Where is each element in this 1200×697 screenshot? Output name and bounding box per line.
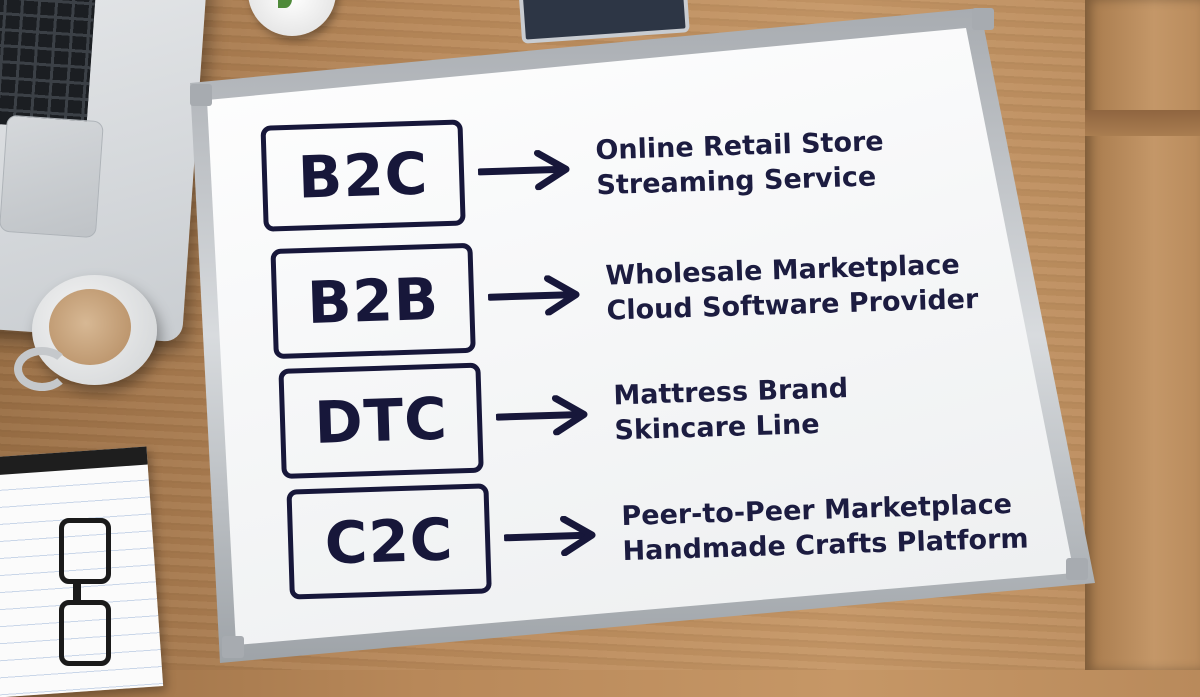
business-model-code-box: DTC [278, 362, 484, 479]
example-list: Mattress Brand Skincare Line [613, 371, 850, 448]
frame-corner [190, 84, 212, 106]
business-model-code: C2C [323, 505, 455, 578]
example-list: Peer-to-Peer Marketplace Handmade Crafts… [621, 486, 1029, 569]
frame-corner [1066, 558, 1088, 580]
glasses-bridge [73, 582, 81, 602]
arrow-right-icon [477, 149, 570, 191]
coffee [49, 289, 131, 365]
example-list: Online Retail Store Streaming Service [595, 124, 885, 203]
business-model-code: B2C [296, 139, 430, 212]
wall-ledge [1085, 110, 1200, 136]
glasses-lens [59, 518, 111, 584]
business-model-code-box: B2C [260, 119, 466, 232]
business-model-code: DTC [313, 384, 449, 457]
business-model-code-box: B2B [270, 242, 476, 360]
glasses-lens [59, 600, 111, 666]
eyeglasses [55, 510, 111, 670]
business-model-code: B2B [306, 264, 441, 337]
coffee-mug [14, 275, 157, 391]
mug-handle [14, 347, 70, 391]
frame-corner [222, 636, 244, 658]
example-list: Wholesale Marketplace Cloud Software Pro… [605, 247, 979, 329]
model-row-b2c: B2C Online Retail Store Streaming Servic… [260, 106, 885, 232]
laptop-trackpad [0, 114, 104, 239]
model-row-dtc: DTC Mattress Brand Skincare Line [278, 351, 850, 479]
example-text: Skincare Line [614, 408, 821, 447]
model-row-c2c: C2C Peer-to-Peer Marketplace Handmade Cr… [286, 466, 1029, 600]
arrow-right-icon [503, 515, 596, 557]
business-model-code-box: C2C [286, 483, 492, 600]
whiteboard [207, 28, 1074, 645]
laptop-keyboard [0, 0, 97, 131]
model-row-b2b: B2B Wholesale Marketplace Cloud Software… [270, 227, 979, 360]
wall-panel [1085, 0, 1200, 670]
arrow-right-icon [495, 394, 588, 436]
frame-corner [972, 8, 994, 30]
plant-leaf [278, 0, 292, 8]
arrow-right-icon [487, 274, 580, 316]
